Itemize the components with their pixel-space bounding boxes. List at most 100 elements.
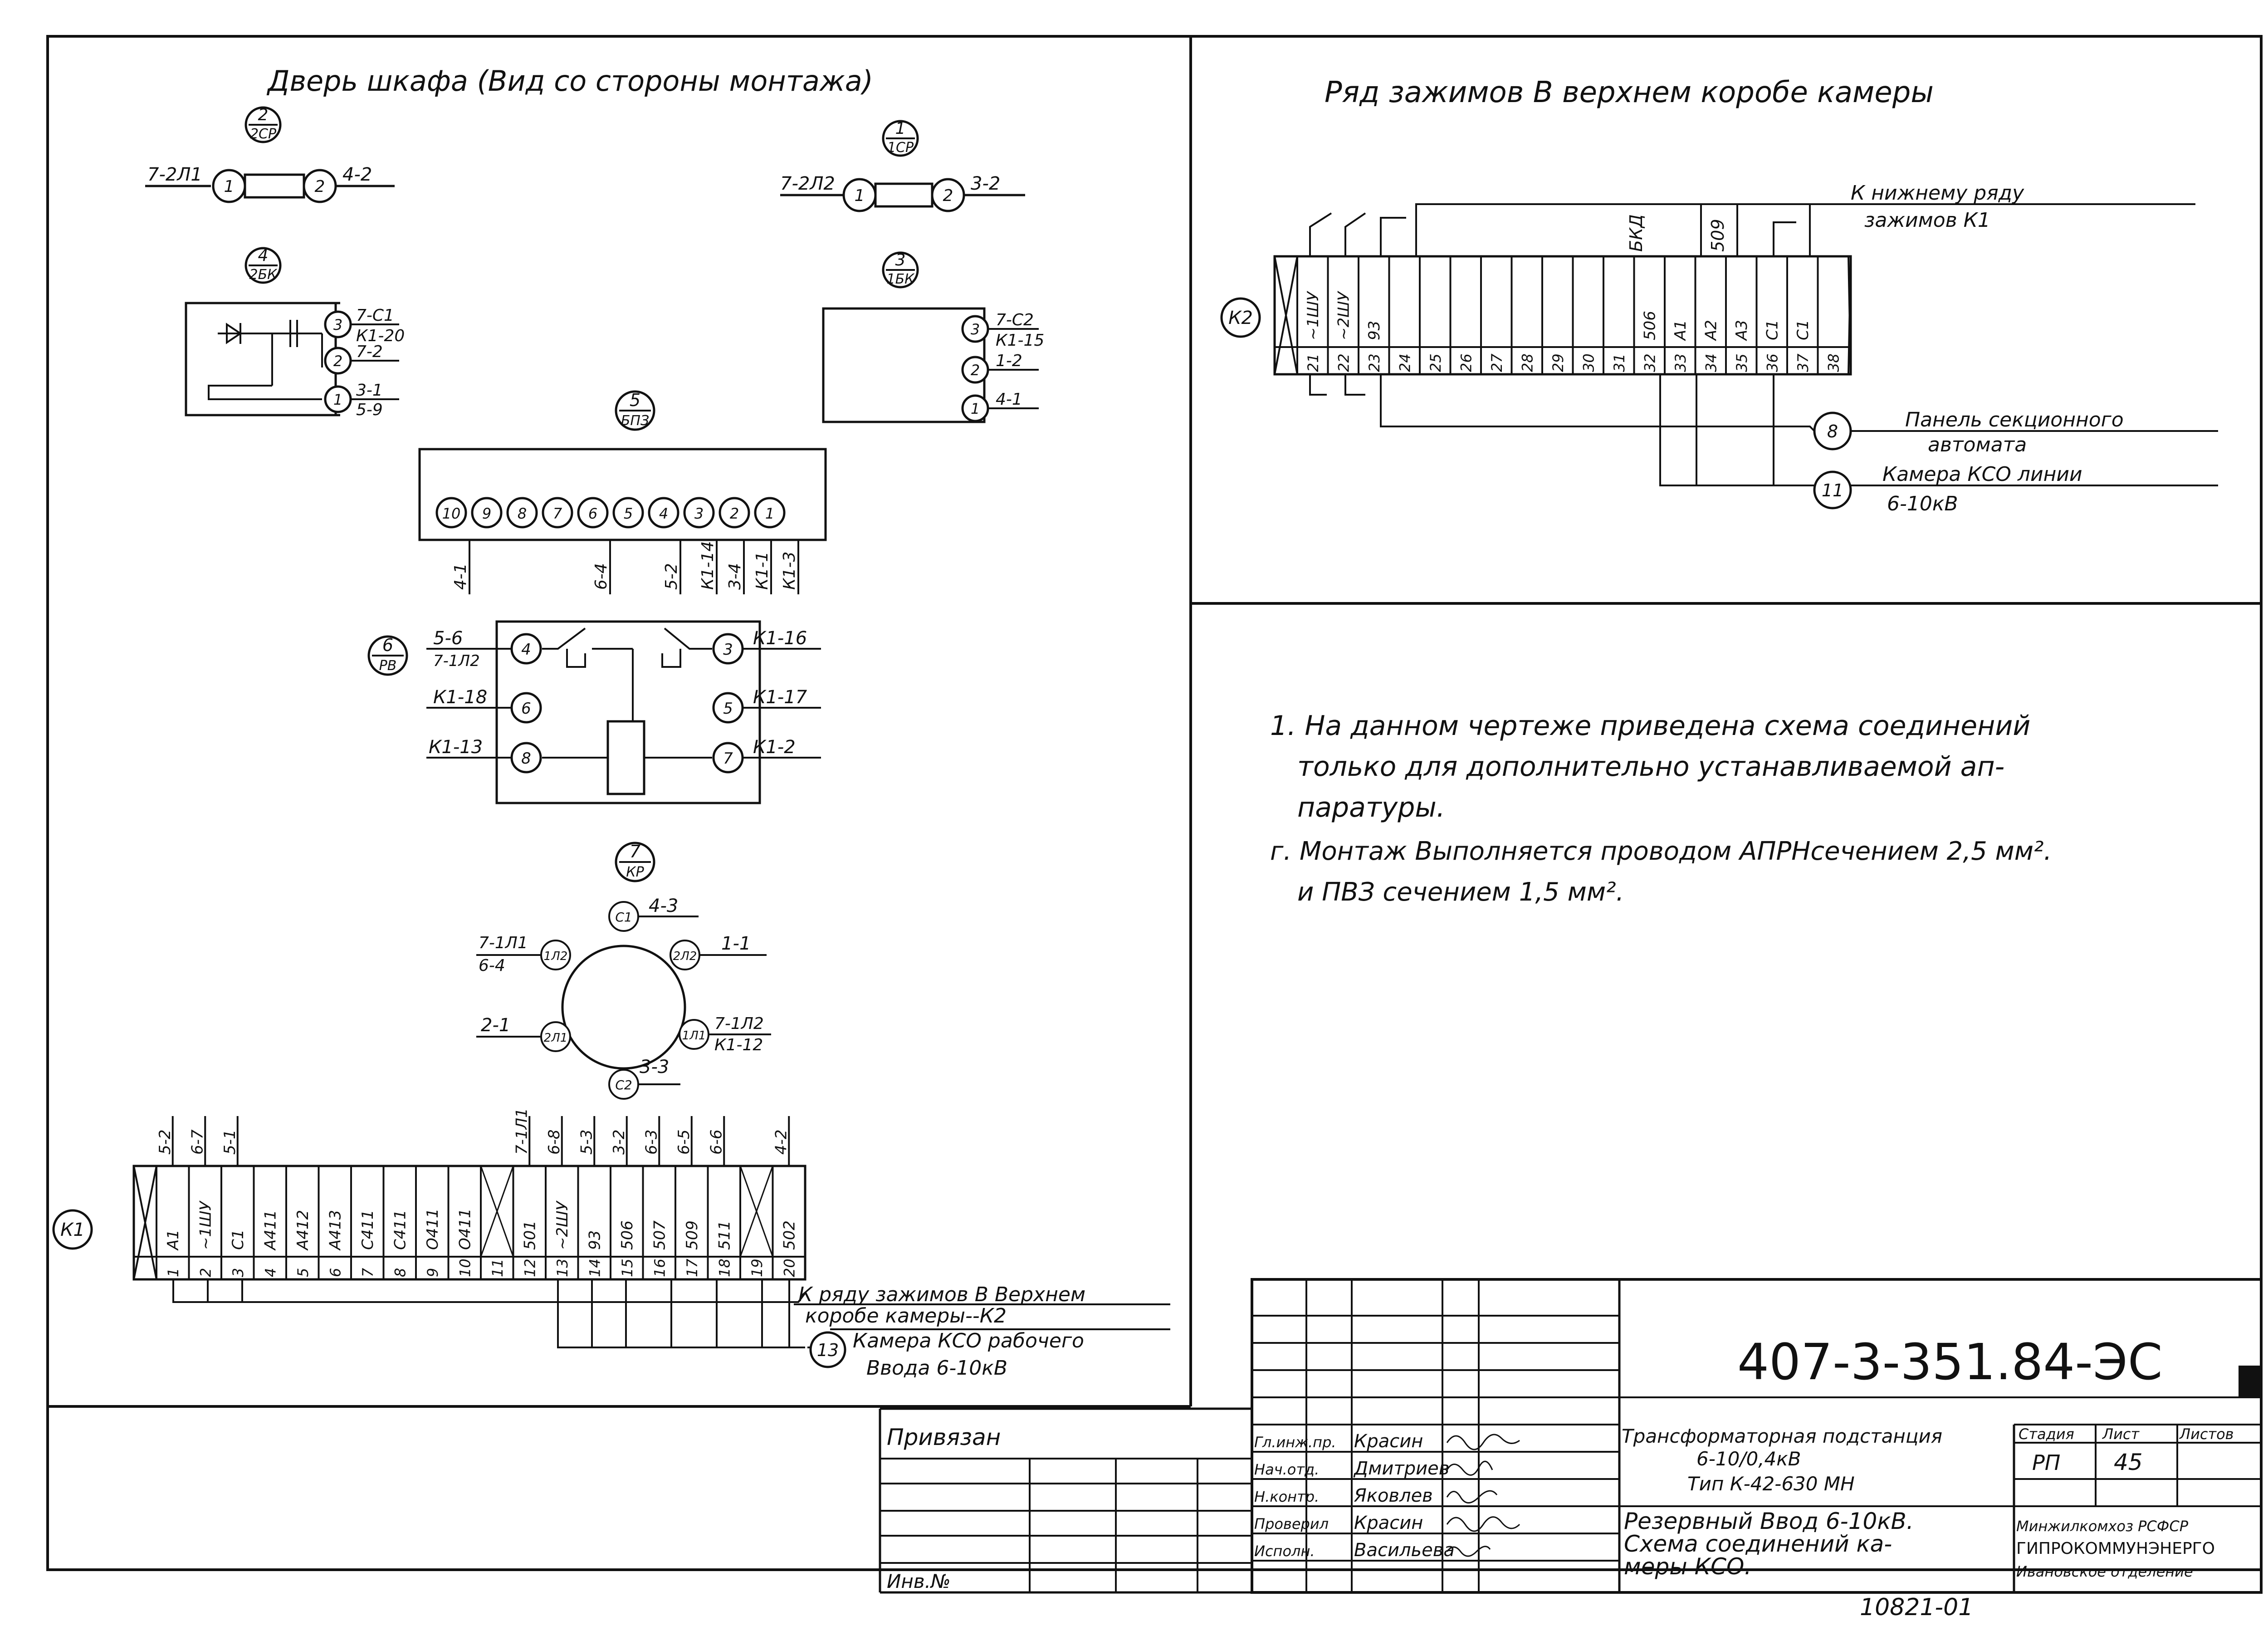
device-4-wire-a2: К1-20 [356,327,405,345]
k2-cell-number: 23 [1366,353,1383,372]
k1-cell-number: 4 [262,1268,279,1277]
k1-cell-signal: 502 [780,1220,798,1250]
device-7-term-ur: 2Л2 [673,950,697,963]
device-1-number: 1 [895,119,906,138]
k1-top-wire-label: 3-2 [610,1129,628,1155]
k1-end-cross [133,1166,157,1280]
k2-cell-number: 30 [1580,353,1597,372]
k2-cell-number: 36 [1764,353,1781,372]
drawing-code: 407-3-351.84-ЭС [1737,1333,2163,1391]
k1-top-wire-label: 5-1 [221,1129,239,1155]
k2-section: Ряд зажимов В верхнем коробе камеры К2 ~… [1220,76,2218,515]
device-5-wire-label: 6-4 [592,563,611,590]
device-5-pin-label: 6 [588,505,597,522]
k1-cell-number: 12 [521,1259,538,1277]
device-5-pin-label: 4 [659,505,668,522]
device-5-pin [577,497,609,529]
signature-4 [1446,1516,1520,1532]
device-6-wire-l2: К1-18 [433,687,487,708]
device-4-pin-b: 2 [333,353,342,370]
sheets-label: Листов [2179,1425,2234,1443]
k2-cell-number: 32 [1641,353,1658,372]
device-5-pin-label: 8 [518,505,527,522]
notes: 1. На данном чертеже приведена схема сое… [1270,710,2052,907]
k1-cell-number: 9 [424,1268,441,1277]
device-4-pin-c: 1 [333,391,342,408]
drawing-frame [46,35,2263,1571]
sheet-value: 45 [2114,1449,2143,1475]
k2-cell-number: 25 [1427,353,1444,372]
device-6-pin-r3: 7 [723,749,733,768]
k1-cell-signal: А413 [326,1210,344,1251]
device-2-type: 2СР [250,126,277,142]
device-7-term-top: С1 [615,910,632,925]
k2-cell-number: 26 [1457,353,1475,372]
device-5-pin [683,497,715,529]
role-2: Нач.отд. [1254,1461,1319,1478]
k2-cell-signal: С1 [1794,320,1812,340]
device-1-left-wire: 7-2Л2 [780,173,835,194]
k2-cell-number: 37 [1794,353,1812,372]
device-7-wire-ul1: 7-1Л1 [479,934,528,952]
device-5-pin-label: 5 [624,505,633,522]
k2-title: Ряд зажимов В верхнем коробе камеры [1325,76,1934,109]
k1-cell-signal: ~1ШУ [196,1200,215,1250]
k1-top-wire-label: 6-3 [642,1129,660,1155]
name-1: Красин [1354,1431,1423,1452]
k1-cell-signal: 501 [521,1220,539,1250]
k2-note-8b: автомата [1928,433,2027,456]
device-3-number: 3 [895,251,906,269]
device-6-number: 6 [382,635,393,655]
device-5-pin [542,497,573,529]
k1-cell-signal: А412 [294,1210,312,1251]
device-7-wire-top: 4-3 [649,896,678,916]
device-3-pin-b: 2 [971,362,980,379]
device-7-wire-ul2: 6-4 [479,956,505,975]
device-7-wire-lr1: 7-1Л2 [714,1014,764,1033]
k2-cell-number: 21 [1305,353,1322,372]
device-5-wire-label: К1-14 [699,541,717,590]
k1-cell-number: 15 [619,1259,636,1277]
role-3: Н.контр. [1254,1488,1319,1505]
device-7-number: 7 [630,842,640,862]
k1-cell-signal: 509 [683,1220,701,1250]
signature-1 [1446,1434,1520,1450]
stage-label: Стадия [2019,1425,2074,1443]
project-line-3: Тип К-42-630 МН [1687,1473,1855,1495]
device-5-pin-label: 1 [765,505,774,522]
device-3-block-contact: 3 1БК 3 2 1 7-С2 К1-15 1-2 4-1 [822,251,1044,423]
device-1-pin1: 1 [855,186,865,205]
device-4-wire-c1: 3-1 [356,381,383,400]
device-5-wire-label: К1-3 [780,552,799,590]
k1-note-1b: коробе камеры--К2 [805,1304,1007,1327]
device-4-wire-a1: 7-С1 [356,306,394,325]
device-2-right-wire: 4-2 [342,164,372,185]
device-6-wire-l1a: 5-6 [433,628,463,649]
k1-cell-signal: С411 [391,1210,409,1250]
device-5-pin [648,497,679,529]
device-1-capacitor: 1 1СР 1 2 7-2Л2 3-2 [780,119,1025,212]
k1-top-wire-label: 6-5 [675,1129,693,1155]
k1-note-1a: К ряду зажимов В Верхнем [798,1283,1085,1306]
k1-cell-signal: 93 [586,1230,604,1250]
sheet-title-1: Резервный Ввод 6-10кВ. [1624,1508,1914,1534]
device-5-pin [612,497,644,529]
project-line-1: Трансформаторная подстанция [1622,1425,1942,1447]
k2-end-cross [1848,256,1852,375]
k1-top-wire-label: 5-3 [577,1129,596,1155]
device-3-wire-c1: 4-1 [996,390,1022,409]
bottom-number: 10821-01 [1860,1594,1973,1621]
device-5-wire-label: 4-1 [451,563,470,590]
k1-cell-number: 19 [748,1259,766,1277]
device-7-term-bottom: С2 [615,1077,632,1092]
org-line-3: Ивановское отделение [2016,1563,2193,1580]
device-7-wire-lr2: К1-12 [714,1036,763,1054]
signature-2 [1446,1460,1493,1476]
sheet-label: Лист [2102,1425,2140,1443]
door-title: Дверь шкафа (Вид со стороны монтажа) [266,64,873,98]
k1-top-wire-label: 6-8 [545,1129,563,1155]
k1-cell-number: 14 [586,1259,603,1277]
k2-cell-signal: А2 [1702,320,1720,341]
device-5-pin-label: 2 [730,505,739,522]
